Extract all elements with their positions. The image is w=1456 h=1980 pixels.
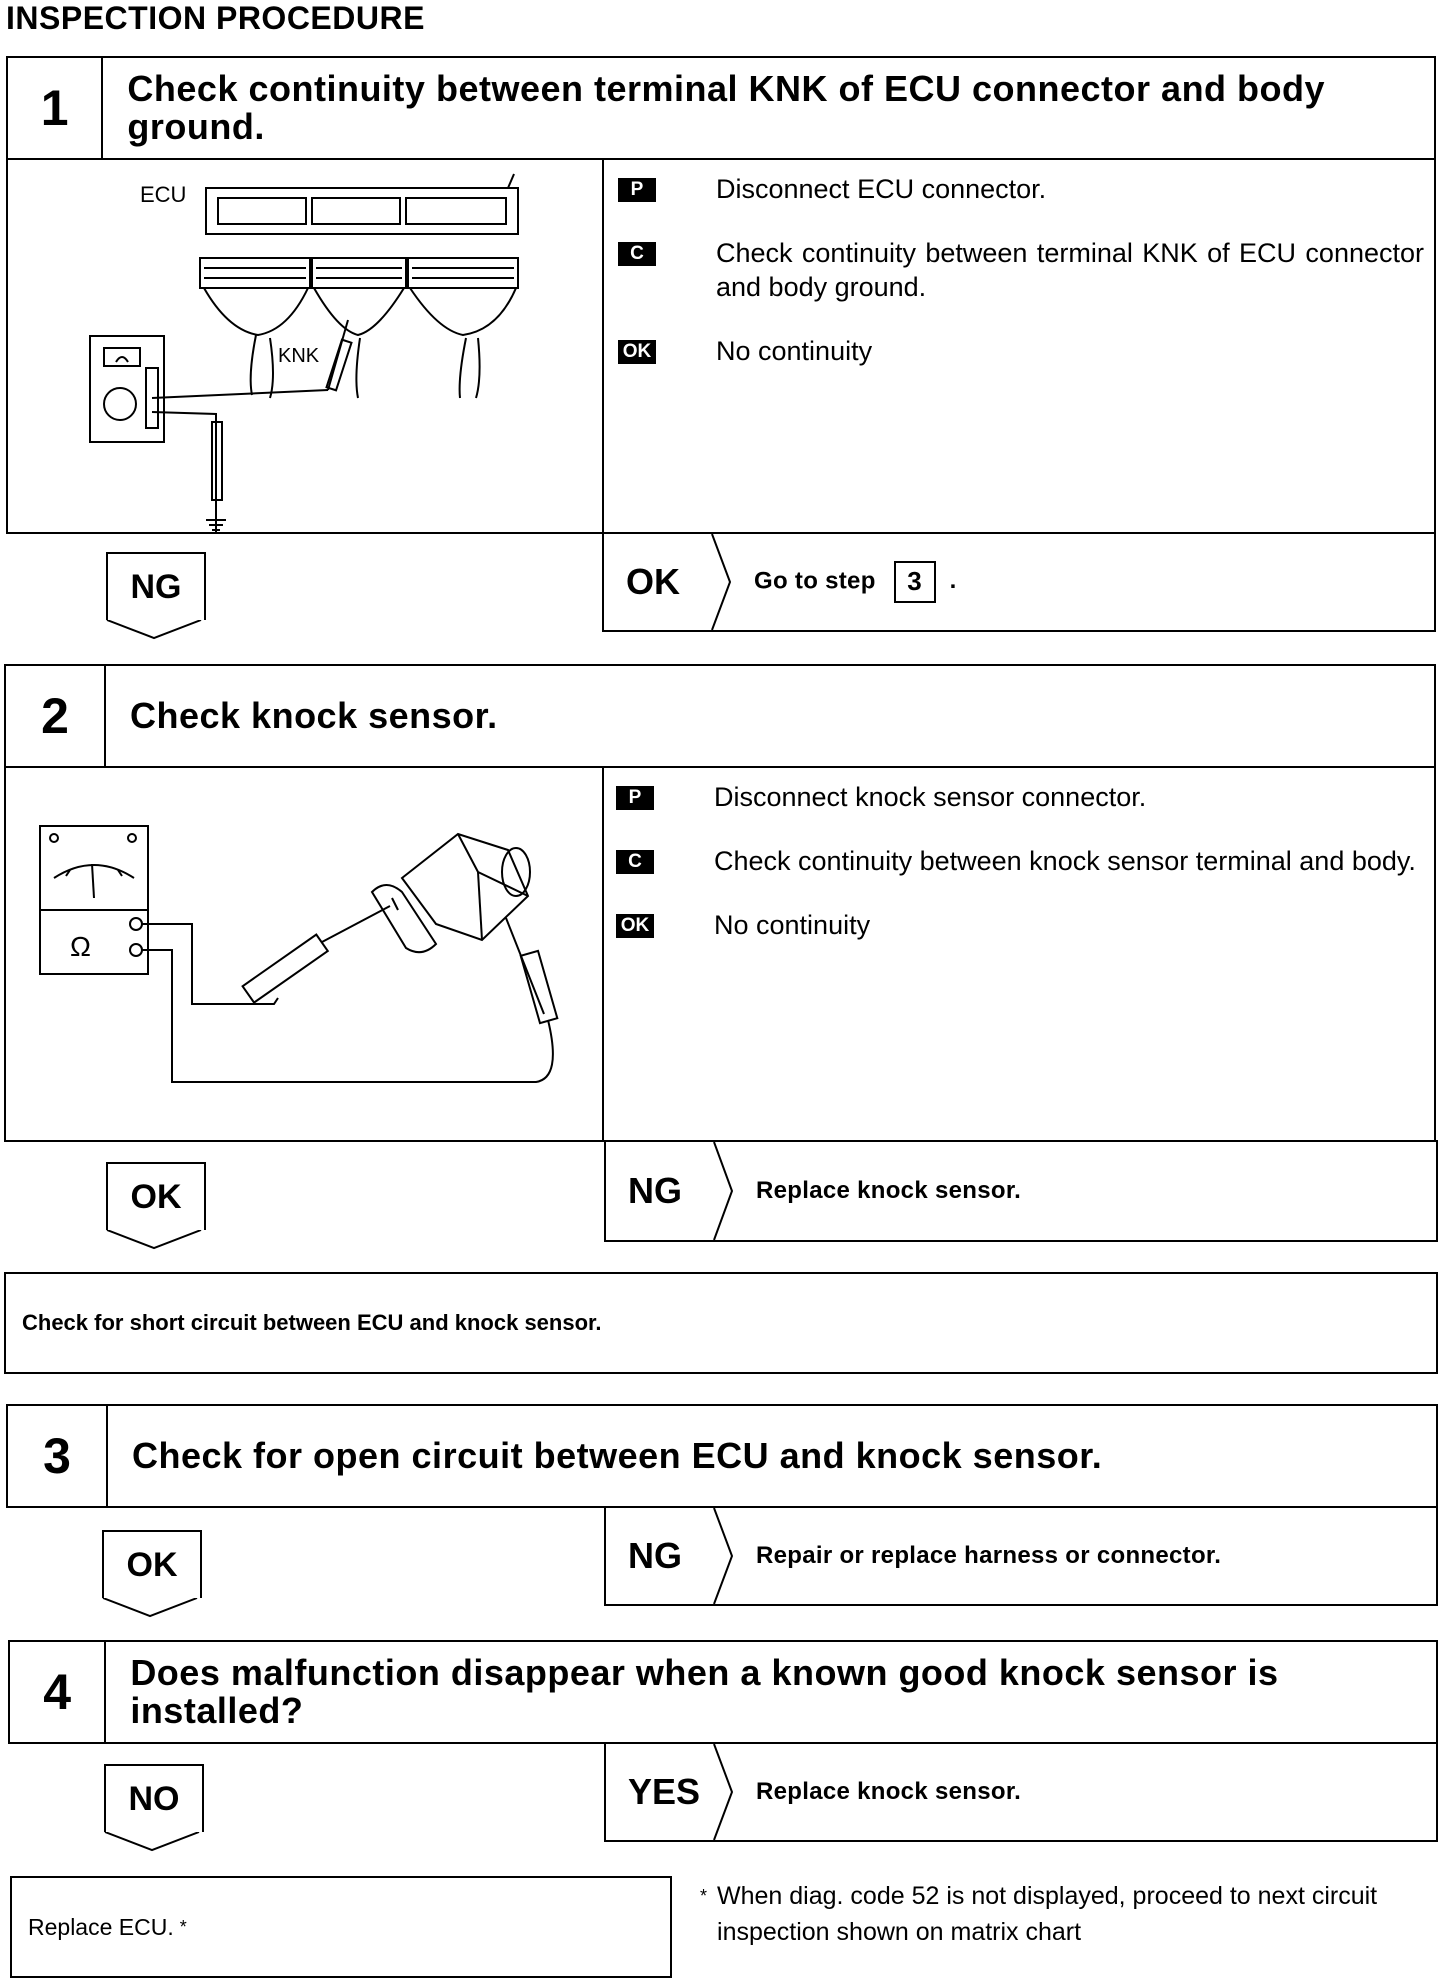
check-tag: C: [618, 242, 656, 266]
step-title: Check for open circuit between ECU and k…: [132, 1435, 1103, 1476]
instruction-text: Check continuity between terminal KNK of…: [716, 238, 1424, 302]
step-4-result: YES Replace knock sensor.: [604, 1742, 1438, 1842]
instruction-check: C Check continuity between knock sensor …: [616, 844, 1422, 878]
step-4-header: 4 Does malfunction disappear when a know…: [8, 1640, 1438, 1744]
replace-ecu-text: Replace ECU.: [28, 1913, 174, 1940]
result-key: YES: [628, 1771, 701, 1812]
chevron-right-icon: [713, 1142, 734, 1240]
instruction-ok: OK No continuity: [618, 334, 1424, 368]
step-1-figure-panel: ECU KNK: [8, 160, 604, 580]
instruction-ok: OK No continuity: [616, 908, 1422, 942]
result-text: Replace knock sensor.: [756, 1177, 1022, 1204]
result-text: Repair or replace harness or connector.: [756, 1542, 1222, 1569]
knock-sensor-illustration: Ω: [39, 825, 559, 1083]
ok-tag: OK: [616, 914, 654, 938]
footnote: * When diag. code 52 is not displayed, p…: [700, 1878, 1420, 1950]
check-tag: C: [616, 850, 654, 874]
result-key: NG: [628, 1535, 682, 1576]
instruction-prepare: P Disconnect knock sensor connector.: [616, 780, 1422, 814]
instruction-check: C Check continuity between terminal KNK …: [618, 236, 1424, 304]
step-title: Check knock sensor.: [130, 695, 498, 736]
knk-label: KNK: [278, 345, 320, 367]
step-1-header: 1 Check continuity between terminal KNK …: [6, 56, 1436, 160]
step-4-down-flag: NO: [104, 1764, 204, 1857]
instruction-text: No continuity: [716, 336, 873, 366]
step-1-body: ECU KNK P Disconnect ECU connector. C Ch…: [6, 158, 1436, 580]
instruction-prepare: P Disconnect ECU connector.: [618, 172, 1424, 206]
flag-arrow-icon: [102, 1597, 198, 1618]
step-2-result: NG Replace knock sensor.: [604, 1140, 1438, 1242]
result-key: NG: [628, 1170, 682, 1211]
step-2-header: 2 Check knock sensor.: [4, 664, 1436, 768]
footnote-text: When diag. code 52 is not displayed, pro…: [717, 1882, 1378, 1946]
ok-tag: OK: [618, 340, 656, 364]
step-2-instructions: P Disconnect knock sensor connector. C C…: [616, 780, 1422, 942]
prepare-tag: P: [616, 786, 654, 810]
flag-arrow-icon: [106, 619, 202, 640]
ohm-symbol: Ω: [70, 931, 91, 962]
step-reference[interactable]: 3: [893, 561, 936, 603]
flag-arrow-icon: [104, 1831, 200, 1852]
step-1-down-flag: NG: [106, 552, 206, 645]
page-title: INSPECTION PROCEDURE: [6, 0, 425, 36]
step-title: Check continuity between terminal KNK of…: [127, 68, 1326, 147]
prepare-tag: P: [618, 178, 656, 202]
step-number: 2: [6, 666, 106, 766]
step-3-header: 3 Check for open circuit between ECU and…: [6, 1404, 1438, 1508]
instruction-text: Check continuity between knock sensor te…: [714, 846, 1416, 876]
step-2-figure-panel: Ω: [6, 768, 604, 1140]
flag-label: NG: [106, 552, 206, 620]
step-number: 3: [8, 1406, 108, 1506]
ecu-continuity-illustration: ECU KNK: [89, 173, 519, 580]
asterisk-mark: *: [179, 1916, 187, 1937]
replace-ecu-box: Replace ECU.*: [10, 1876, 672, 1978]
flag-label: OK: [106, 1162, 206, 1230]
step-title: Does malfunction disappear when a known …: [130, 1652, 1279, 1731]
step-2-down-flag: OK: [106, 1162, 206, 1255]
step-number: 4: [10, 1642, 107, 1742]
step-3-result: NG Repair or replace harness or connecto…: [604, 1506, 1438, 1606]
instruction-text: Disconnect knock sensor connector.: [714, 782, 1147, 812]
step-3-down-flag: OK: [102, 1530, 202, 1623]
result-text: Replace knock sensor.: [756, 1778, 1022, 1805]
result-key: OK: [626, 561, 680, 602]
step-1-instructions: P Disconnect ECU connector. C Check cont…: [618, 172, 1424, 368]
short-circuit-check-box: Check for short circuit between ECU and …: [4, 1272, 1438, 1374]
flag-label: NO: [104, 1764, 204, 1832]
step-number: 1: [8, 58, 104, 158]
chevron-right-icon: [713, 1744, 734, 1840]
instruction-text: No continuity: [714, 910, 871, 940]
footnote-asterisk: *: [700, 1886, 708, 1906]
step-2-body: Ω P Disconnect knock sensor connector. C…: [4, 766, 1436, 1142]
instruction-text: Disconnect ECU connector.: [716, 174, 1047, 204]
ecu-label: ECU: [140, 182, 186, 207]
flag-label: OK: [102, 1530, 202, 1598]
chevron-right-icon: [713, 1508, 734, 1604]
chevron-right-icon: [711, 534, 732, 630]
flag-arrow-icon: [106, 1229, 202, 1250]
